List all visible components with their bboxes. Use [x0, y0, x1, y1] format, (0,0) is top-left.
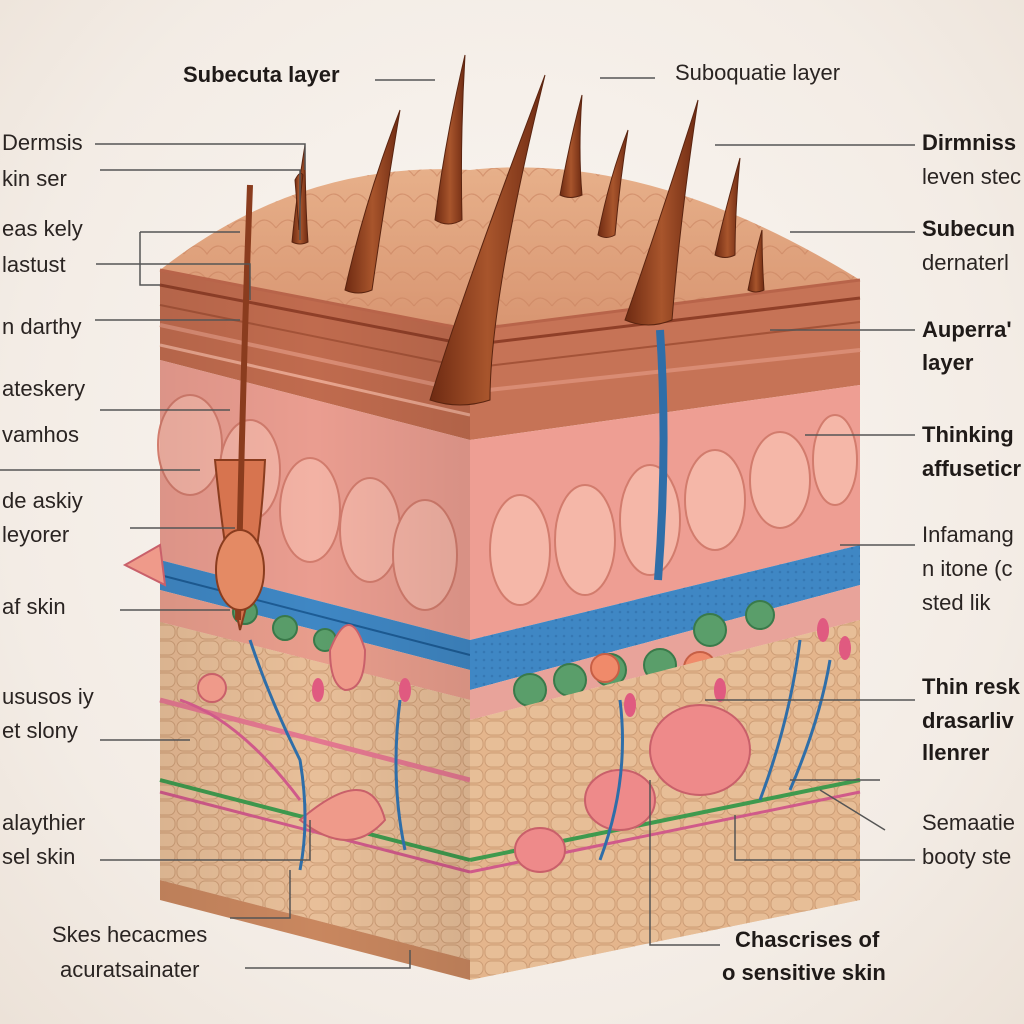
- label-right-1a: Dirmniss: [922, 130, 1017, 155]
- label-left-6: af skin: [2, 594, 66, 619]
- label-bottom-left-b: acuratsainater: [60, 957, 200, 982]
- label-left-3: n darthy: [2, 314, 82, 339]
- top-surface: [159, 167, 861, 332]
- label-left-1a: Dermsis: [2, 130, 83, 155]
- hairs: [291, 54, 765, 406]
- label-left-4b: vamhos: [2, 422, 80, 447]
- label-left-2a: eas kely: [2, 216, 83, 241]
- label-left-8a: alaythier: [2, 810, 86, 835]
- label-right-3a: Auperra': [922, 317, 1012, 342]
- label-right-5c: sted lik: [922, 590, 991, 615]
- label-bottom-right-a: Chascrises of: [735, 927, 880, 952]
- label-right-4b: affuseticr: [922, 456, 1022, 481]
- hair-follicle-icon: [213, 184, 267, 631]
- label-right-4a: Thinking: [922, 422, 1014, 447]
- label-right-6a: Thin resk: [922, 674, 1020, 699]
- leader-lines: [0, 77, 915, 969]
- label-right-6c: llenrer: [922, 740, 990, 765]
- label-bottom-left-a: Skes hecacmes: [52, 922, 208, 947]
- label-right-7a: Semaatie: [922, 810, 1015, 835]
- label-right-7b: booty ste: [922, 844, 1012, 869]
- front-face: [157, 270, 471, 980]
- label-left-7a: ususos iy: [2, 684, 94, 709]
- nerve-icon: [312, 618, 851, 717]
- label-right-2b: dernaterl: [922, 250, 1009, 275]
- label-left-7b: et slony: [2, 718, 78, 743]
- label-left-4a: ateskery: [2, 376, 86, 401]
- label-left-2b: lastust: [2, 252, 66, 277]
- label-right-6b: drasarliv: [922, 708, 1014, 733]
- label-left-5b: leyorer: [2, 522, 70, 547]
- label-right-3b: layer: [922, 350, 974, 375]
- label-right-1b: leven stec: [922, 164, 1022, 189]
- label-left-8b: sel skin: [2, 844, 76, 869]
- sweat-gland-icon: [122, 543, 387, 841]
- label-right-2a: Subecun: [922, 216, 1015, 241]
- label-left-1b: kin ser: [2, 166, 67, 191]
- label-bottom-right-b: o sensitive skin: [722, 960, 886, 985]
- label-left-5a: de askiy: [2, 488, 83, 513]
- label-right-5a: Infamang: [922, 522, 1014, 547]
- label-right-5b: n itone (c: [922, 556, 1013, 581]
- label-top-right: Suboquatie layer: [675, 60, 841, 85]
- label-top-left: Subecuta layer: [183, 62, 340, 87]
- blood-vessel-icon: [179, 639, 407, 871]
- right-face: [469, 280, 861, 980]
